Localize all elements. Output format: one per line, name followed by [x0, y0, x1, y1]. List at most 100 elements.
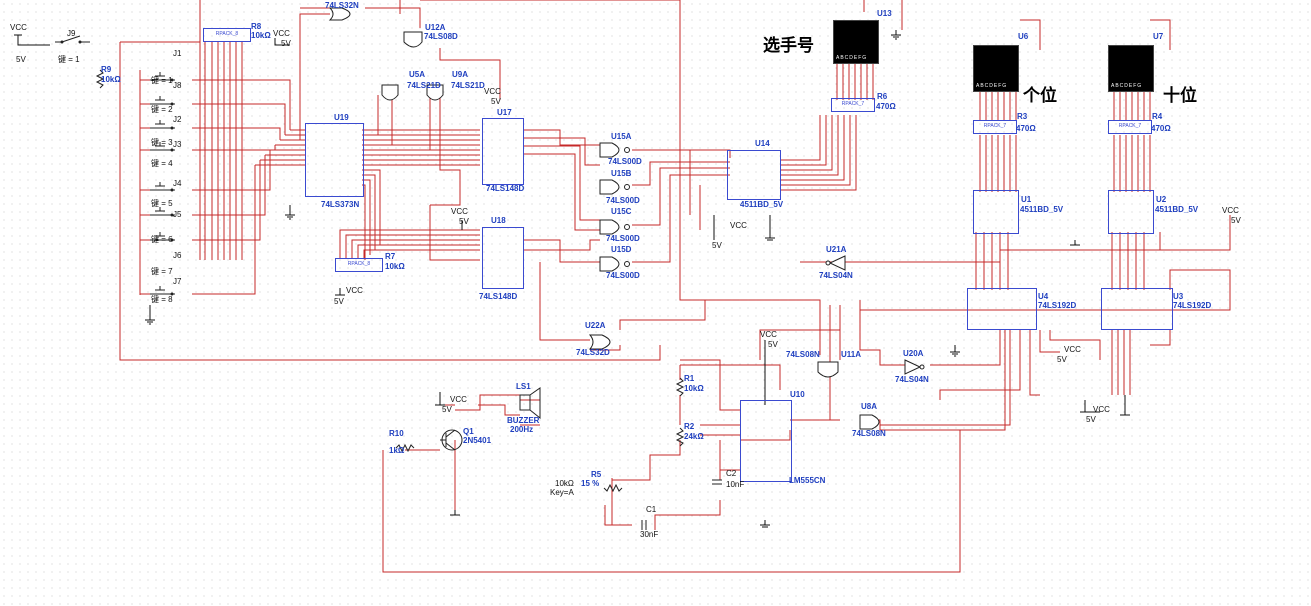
- u19-type: 74LS373N: [321, 200, 360, 209]
- u4-type: 74LS192D: [1038, 301, 1077, 310]
- inverter-u21a: [828, 255, 846, 271]
- u3-type: 74LS192D: [1173, 301, 1212, 310]
- switch-j6-name: J6: [173, 251, 182, 260]
- chip-u2[interactable]: [1108, 190, 1154, 234]
- chip-u17[interactable]: [482, 118, 524, 185]
- r2-name: R2: [684, 422, 695, 431]
- chip-u3[interactable]: [1101, 288, 1173, 330]
- nand-gate-u15c: [599, 219, 620, 235]
- u2-name: U2: [1156, 195, 1167, 204]
- switch-j9-key[interactable]: 键 = 1: [58, 55, 80, 64]
- r2-value: 24kΩ: [684, 432, 704, 441]
- vcc-label: VCC: [10, 23, 27, 32]
- u19-name: U19: [334, 113, 349, 122]
- switch-j8-name: J8: [173, 81, 182, 90]
- u22a-type: 74LS32D: [576, 348, 610, 357]
- r7-name: R7: [385, 252, 396, 261]
- u21a-name: U21A: [826, 245, 847, 254]
- q1-value: 2N5401: [463, 436, 492, 445]
- r4-name: R4: [1152, 112, 1163, 121]
- nand-gate-u15d: [599, 256, 620, 272]
- label-tens-digit: 十位: [1163, 86, 1197, 106]
- r9-value: 10kΩ: [101, 75, 121, 84]
- chip-u19[interactable]: [305, 123, 364, 197]
- rpack-r3[interactable]: RPACK_7: [973, 120, 1017, 134]
- u17-name: U17: [497, 108, 512, 117]
- u15b-type: 74LS00D: [606, 196, 640, 205]
- rpack-r6[interactable]: RPACK_7: [831, 98, 875, 112]
- u15a-name: U15A: [611, 132, 632, 141]
- u11a-type: 74LS08N: [786, 350, 820, 359]
- rpack-r8[interactable]: RPACK_8: [203, 28, 251, 42]
- and-gate-u9a: [426, 84, 444, 101]
- u20a-name: U20A: [903, 349, 924, 358]
- switch-j9-name: J9: [67, 29, 76, 38]
- u20a-type: 74LS04N: [895, 375, 929, 384]
- u15d-type: 74LS00D: [606, 271, 640, 280]
- v5-label: 5V: [491, 97, 501, 106]
- switch-j3-name: J3: [173, 140, 182, 149]
- u5a-name: U5A: [409, 70, 426, 79]
- switch-j8-key[interactable]: 键 = 2: [151, 105, 173, 114]
- v5-label: 5V: [334, 297, 344, 306]
- u8a-type: 74LS08N: [852, 429, 886, 438]
- u15d-name: U15D: [611, 245, 632, 254]
- r5-key[interactable]: Key=A: [550, 488, 574, 497]
- switch-j2-key[interactable]: 键 = 3: [151, 138, 173, 147]
- rpack-r7[interactable]: RPACK_8: [335, 258, 383, 272]
- chip-u14[interactable]: [727, 150, 781, 200]
- u21a-type: 74LS04N: [819, 271, 853, 280]
- and-gate-u5a: [381, 84, 399, 101]
- inverter-u20a: [904, 359, 922, 375]
- chip-u18[interactable]: [482, 227, 524, 289]
- vcc-label: VCC: [760, 330, 777, 339]
- v5-label: 5V: [712, 241, 722, 250]
- u10-type: LM555CN: [789, 476, 826, 485]
- rpack-r4[interactable]: RPACK_7: [1108, 120, 1152, 134]
- ls1-value: BUZZER: [507, 416, 540, 425]
- switch-j5-key[interactable]: 键 = 6: [151, 235, 173, 244]
- display-u7[interactable]: ABCDEFG: [1108, 45, 1154, 92]
- chip-u1[interactable]: [973, 190, 1019, 234]
- c2-value: 10nF: [726, 480, 745, 489]
- switch-j4-key[interactable]: 键 = 5: [151, 199, 173, 208]
- switch-j3-key[interactable]: 键 = 4: [151, 159, 173, 168]
- r3-name: R3: [1017, 112, 1028, 121]
- r1-name: R1: [684, 374, 695, 383]
- u2-type: 4511BD_5V: [1155, 205, 1199, 214]
- vcc-label: VCC: [273, 29, 290, 38]
- vcc-label: VCC: [450, 395, 467, 404]
- r5-value: 10kΩ: [555, 479, 574, 488]
- switch-j7-name: J7: [173, 277, 182, 286]
- u9a-name: U9A: [452, 70, 469, 79]
- chip-u10[interactable]: [740, 400, 792, 482]
- r10-value: 1kΩ: [389, 446, 405, 455]
- q1-name: Q1: [463, 427, 474, 436]
- nand-gate-u15a: [599, 142, 620, 158]
- switch-j6-key[interactable]: 键 = 7: [151, 267, 173, 276]
- u22a-name: U22A: [585, 321, 606, 330]
- c1-name: C1: [646, 505, 657, 514]
- u9a-type: 74LS21D: [451, 81, 485, 90]
- u14-name: U14: [755, 139, 770, 148]
- v5-label: 5V: [1057, 355, 1067, 364]
- switch-j7-key[interactable]: 键 = 8: [151, 295, 173, 304]
- display-u6[interactable]: ABCDEFG: [973, 45, 1019, 92]
- r6-name: R6: [877, 92, 888, 101]
- u3-name: U3: [1173, 292, 1184, 301]
- switch-j1-name: J1: [173, 49, 182, 58]
- chip-u4[interactable]: [967, 288, 1037, 330]
- v5-label: 5V: [16, 55, 26, 64]
- r8-name: R8: [251, 22, 262, 31]
- u12a-name: U12A: [425, 23, 446, 32]
- v5-label: 5V: [1231, 216, 1241, 225]
- v5-label: 5V: [442, 405, 452, 414]
- switch-j1-key[interactable]: 键 = 1: [151, 76, 173, 85]
- u5a-type: 74LS21D: [407, 81, 441, 90]
- vcc-label: VCC: [1064, 345, 1081, 354]
- or-top-type: 74LS32N: [325, 1, 359, 10]
- display-u13[interactable]: ABCDEFG: [833, 20, 879, 64]
- u12a-type: 74LS08D: [424, 32, 458, 41]
- vcc-label: VCC: [346, 286, 363, 295]
